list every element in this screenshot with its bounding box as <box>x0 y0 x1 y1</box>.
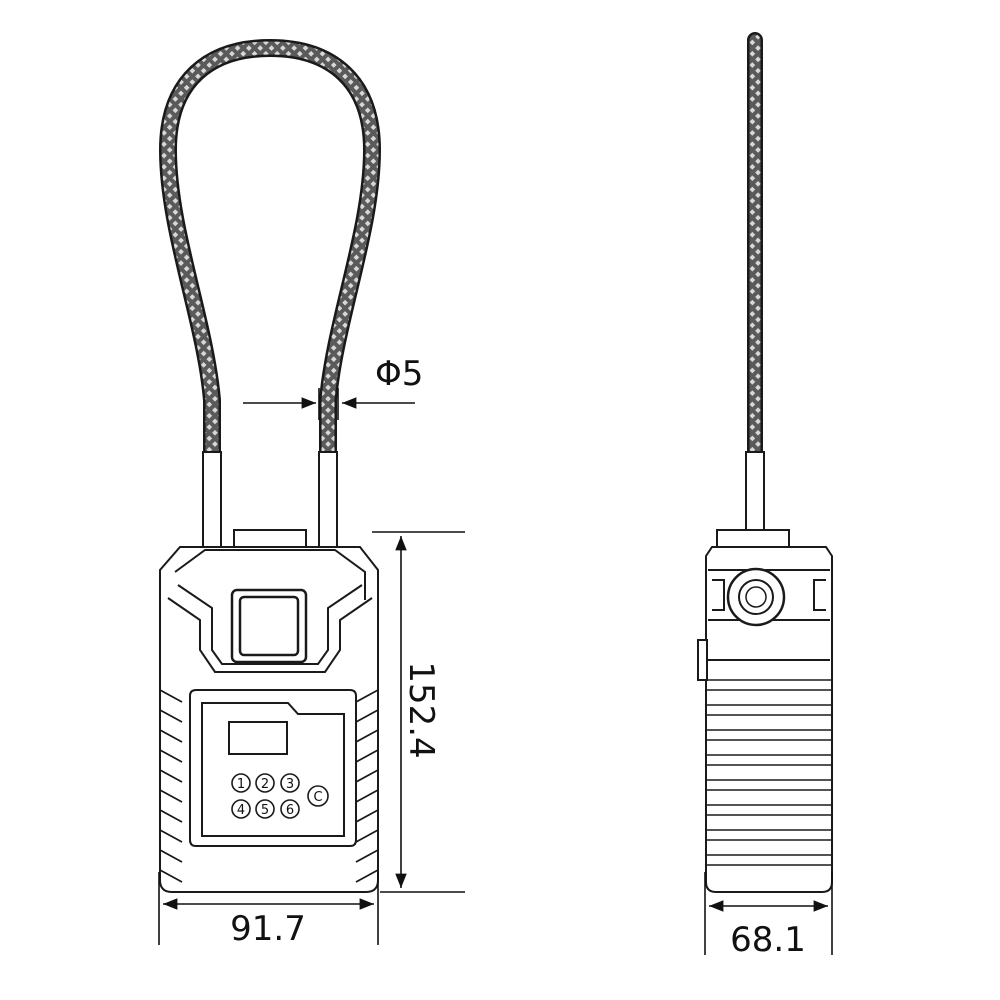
keypad-keys[interactable] <box>231 773 329 819</box>
fingerprint-sensor[interactable] <box>238 595 300 657</box>
height-label: 152.4 <box>401 661 441 758</box>
grip-ridges-right <box>355 689 379 883</box>
key-2-label: 2 <box>261 777 269 792</box>
front-view: 1 2 3 C 4 5 6 <box>158 38 382 893</box>
key-1[interactable] <box>231 773 251 793</box>
key-2[interactable] <box>255 773 275 793</box>
cable-loop <box>158 38 382 455</box>
side-depth-label: 68.1 <box>730 920 806 960</box>
key-1-label: 1 <box>237 777 245 792</box>
side-view <box>697 32 833 893</box>
display-screen <box>228 721 288 755</box>
key-3-label: 3 <box>286 777 294 792</box>
body-contour-inner <box>167 597 373 673</box>
body-contour <box>174 549 366 600</box>
front-width-label: 91.7 <box>230 909 306 949</box>
key-5[interactable] <box>255 799 275 819</box>
key-cylinder-inner <box>738 579 774 615</box>
side-top-cap <box>716 529 790 549</box>
top-cap <box>233 529 307 549</box>
key-clear-label: C <box>313 790 322 805</box>
cable-sleeve-left <box>202 451 222 551</box>
key-4[interactable] <box>231 799 251 819</box>
key-6-label: 6 <box>286 803 294 818</box>
cable-sleeve-right <box>318 451 338 551</box>
front-dimensions <box>158 388 465 945</box>
key-6[interactable] <box>280 799 300 819</box>
cable-diameter-label: Φ5 <box>375 354 423 394</box>
side-dimensions <box>704 872 833 955</box>
key-3[interactable] <box>280 773 300 793</box>
side-ribs <box>706 679 832 866</box>
keypad-panel <box>201 702 345 837</box>
key-4-label: 4 <box>237 803 245 818</box>
side-button[interactable] <box>697 639 708 681</box>
key-clear[interactable] <box>307 785 329 807</box>
key-cylinder-core <box>745 586 767 608</box>
key-cylinder-outer <box>726 567 786 627</box>
grip-ridges-left <box>159 689 183 883</box>
body-contour-inner-2 <box>177 584 363 665</box>
key-5-label: 5 <box>261 803 269 818</box>
